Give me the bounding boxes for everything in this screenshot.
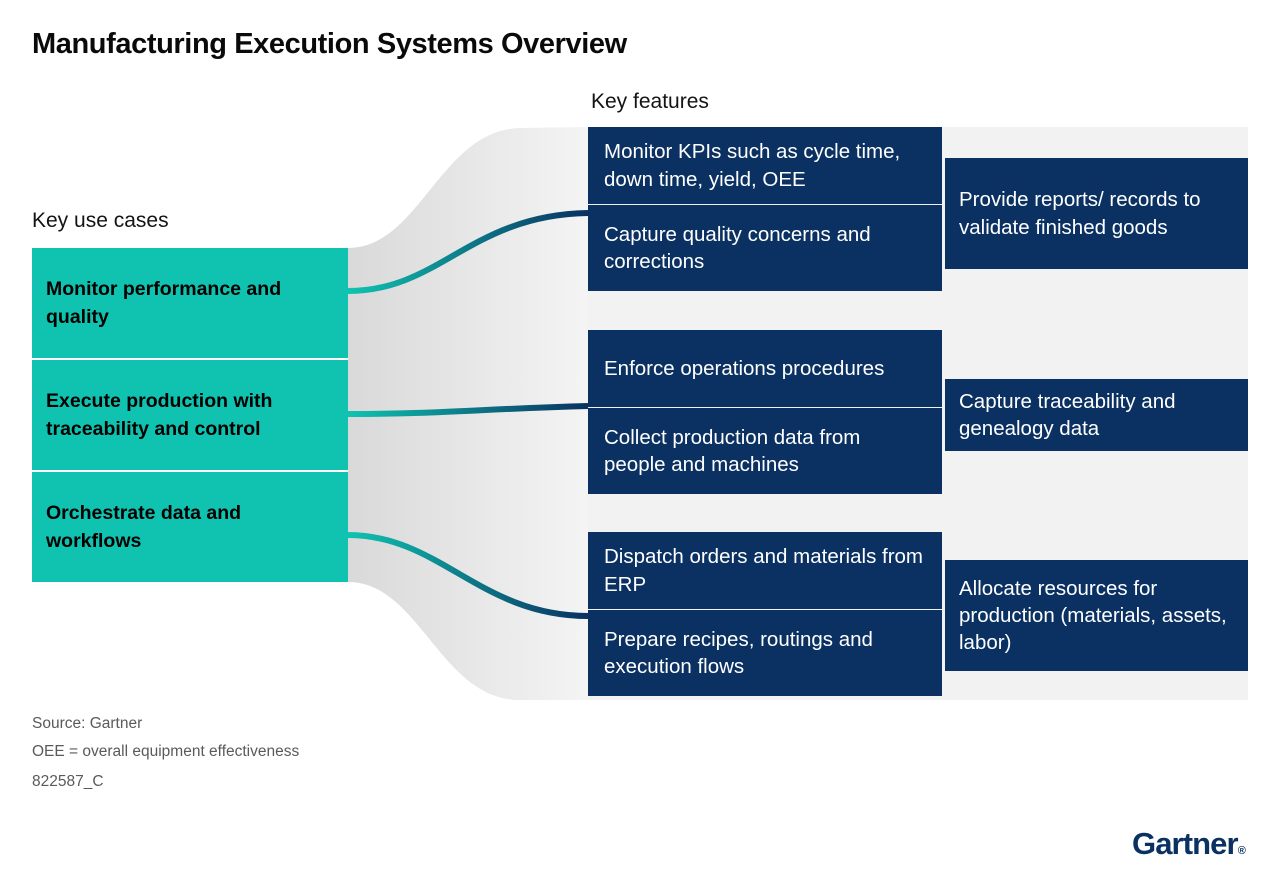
connector-line-1 [347,210,589,294]
use-case-card[interactable]: Orchestrate data and workflows [32,472,348,582]
gartner-logo: Gartner® [1132,826,1246,862]
feature-card[interactable]: Collect production data from people and … [588,408,942,494]
outcome-card[interactable]: Allocate resources for production (mater… [945,560,1248,671]
use-case-card[interactable]: Monitor performance and quality [32,248,348,358]
registered-trademark-icon: ® [1237,845,1246,857]
use-case-card[interactable]: Execute production with traceability and… [32,360,348,470]
gartner-logo-text: Gartner [1132,826,1239,861]
feature-card[interactable]: Capture quality concerns and corrections [588,205,942,291]
outcome-card[interactable]: Provide reports/ records to validate fin… [945,158,1248,269]
page-title: Manufacturing Execution Systems Overview [32,28,627,60]
feature-card[interactable]: Monitor KPIs such as cycle time, down ti… [588,127,942,204]
outcome-card[interactable]: Capture traceability and genealogy data [945,379,1248,451]
ribbon-body [348,127,588,700]
document-id-note: 822587_C [32,773,104,790]
column-heading-features: Key features [591,90,709,113]
connector-line-3 [347,532,589,619]
abbreviation-note: OEE = overall equipment effectiveness [32,743,300,760]
column-heading-use-cases: Key use cases [32,209,169,232]
source-note: Source: Gartner [32,715,143,732]
feature-card[interactable]: Prepare recipes, routings and execution … [588,610,942,696]
connector-line-2 [347,403,589,417]
feature-card[interactable]: Dispatch orders and materials from ERP [588,532,942,609]
feature-card[interactable]: Enforce operations procedures [588,330,942,407]
